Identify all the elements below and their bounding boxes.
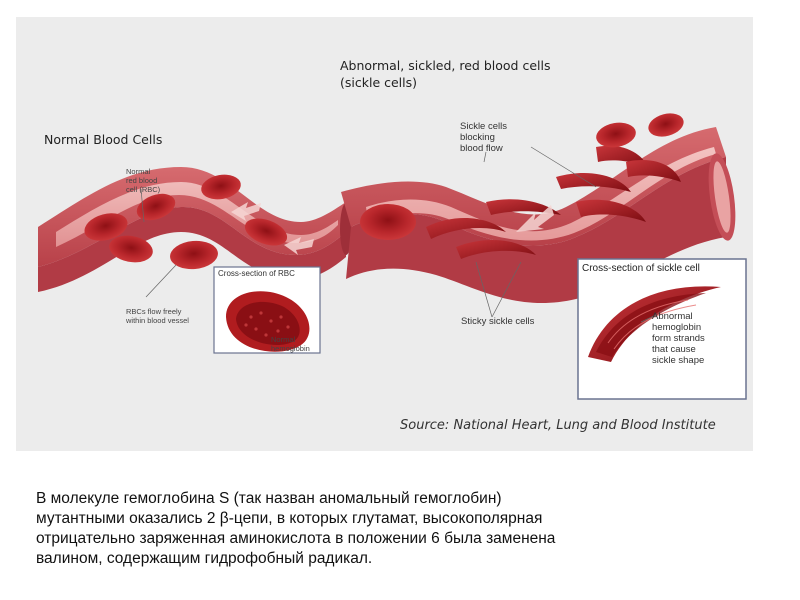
label-line: sickle shape [652,355,705,366]
label-line: Normal [126,167,151,176]
sickle-cell [576,199,646,222]
sticky-sickle-cells-label: Sticky sickle cells [461,316,535,327]
abnormal-cells-title: Abnormal, sickled, red blood cells (sick… [340,57,550,91]
caption-line: валином, содержащим гидрофобный радикал. [36,550,373,567]
rbc-cell [201,174,241,200]
rbc-cell [648,113,684,137]
label-line: RBCs flow freely [126,307,182,316]
sickle-cell [486,199,561,215]
rbc-cell [84,213,128,241]
label-line: that cause [652,344,696,355]
label-line: within blood vessel [126,316,189,325]
title-line: Abnormal, sickled, red blood cells [340,58,551,73]
label-line: hemoglobin [271,344,310,353]
label-line: form strands [652,333,705,344]
sickle-cell [456,240,536,259]
label-line: hemoglobin [652,322,702,333]
label-line: blocking [460,132,495,143]
label-line: Sickle cells [460,121,507,132]
rbc-cell [136,193,176,221]
caption-line: В молекуле гемоглобина S (так назван ано… [36,490,502,507]
figure-illustration [38,113,747,400]
caption-line: мутантными оказались 2 β-цепи, в которых… [36,510,543,527]
cross-section-sickle-title: Cross-section of sickle cell [582,263,700,274]
title-line: (sickle cells) [340,75,418,90]
caption-text: В молекуле гемоглобина S (так назван ано… [36,489,736,569]
sickle-cell [556,172,631,192]
sickle-cell-figure: Normal Blood Cells Normal red blood cell… [16,17,753,451]
rbc-cell [244,218,288,246]
rbc-cross-section-box [213,266,321,354]
caption-line: отрицательно заряженная аминокислота в п… [36,530,556,547]
normal-rbc-label: Normal red blood cell (RBC) [126,167,160,194]
label-line: blood flow [460,143,503,154]
sickle-blocking-label: Sickle cells blocking blood flow [460,121,507,154]
sickle-cell [426,217,506,239]
source-credit: Source: National Heart, Lung and Blood I… [400,418,716,433]
sickle-cross-section-box [577,258,747,400]
rbc-cell [360,204,416,240]
rbc-cell [109,235,153,263]
normal-hemoglobin-label: Normal hemoglobin [271,335,310,353]
sickle-leader-lines [475,146,597,318]
sickle-cell [626,159,681,182]
label-line: red blood [126,176,158,185]
normal-blood-cells-title: Normal Blood Cells [44,132,163,147]
rbc-cell [596,122,636,148]
label-line: Normal [271,335,296,344]
label-line: Abnormal [652,311,693,322]
sickle-cells [360,113,684,259]
abnormal-hemoglobin-label: Abnormal hemoglobin form strands that ca… [652,311,705,366]
normal-red-blood-cells [84,174,314,270]
rbc-cell [170,240,218,270]
label-line: cell (RBC) [126,185,161,194]
rbc-flow-label: RBCs flow freely within blood vessel [126,307,189,325]
cross-section-rbc-title: Cross-section of RBC [218,269,295,278]
